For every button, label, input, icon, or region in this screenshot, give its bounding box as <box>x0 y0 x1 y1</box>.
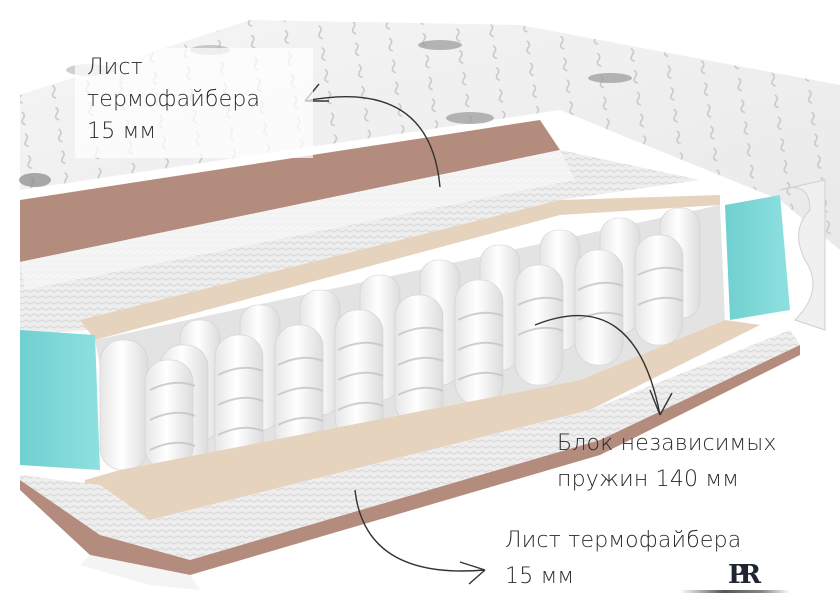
left-foam-edge <box>20 330 100 470</box>
arrow-bottom <box>354 489 486 572</box>
right-foam-edge <box>725 195 790 320</box>
label-bottom-thermofiber: Лист термофайбера 15 мм <box>505 522 773 596</box>
label-mid-line2: пружин 140 мм <box>557 467 739 492</box>
top-beige-sheet <box>80 195 720 340</box>
brand-logo: PR <box>680 560 790 600</box>
top-brown-layer <box>20 120 560 262</box>
label-top-thermofiber: Лист термофайбера 15 мм <box>75 48 313 158</box>
right-cover-edge <box>779 179 826 331</box>
bottom-beige-sheet <box>85 320 760 520</box>
label-top-line1: Лист <box>87 55 144 80</box>
top-fiber-sheet <box>20 150 700 335</box>
label-bot-line2: 15 мм <box>505 564 575 589</box>
label-mid-line1: Блок независимых <box>557 431 777 456</box>
bottom-brown-layer <box>20 345 800 575</box>
pocket-springs <box>99 207 701 476</box>
arrow-top <box>304 96 441 188</box>
arrows <box>304 83 673 585</box>
label-top-line3: 15 мм <box>87 119 157 144</box>
label-spring-block: Блок независимых пружин 140 мм <box>557 426 777 498</box>
logo-text: PR <box>728 560 761 590</box>
label-bot-line1: Лист термофайбера <box>505 528 742 553</box>
arrow-middle <box>534 315 661 416</box>
label-top-line2: термофайбера <box>87 87 261 112</box>
logo-underline <box>680 590 790 593</box>
